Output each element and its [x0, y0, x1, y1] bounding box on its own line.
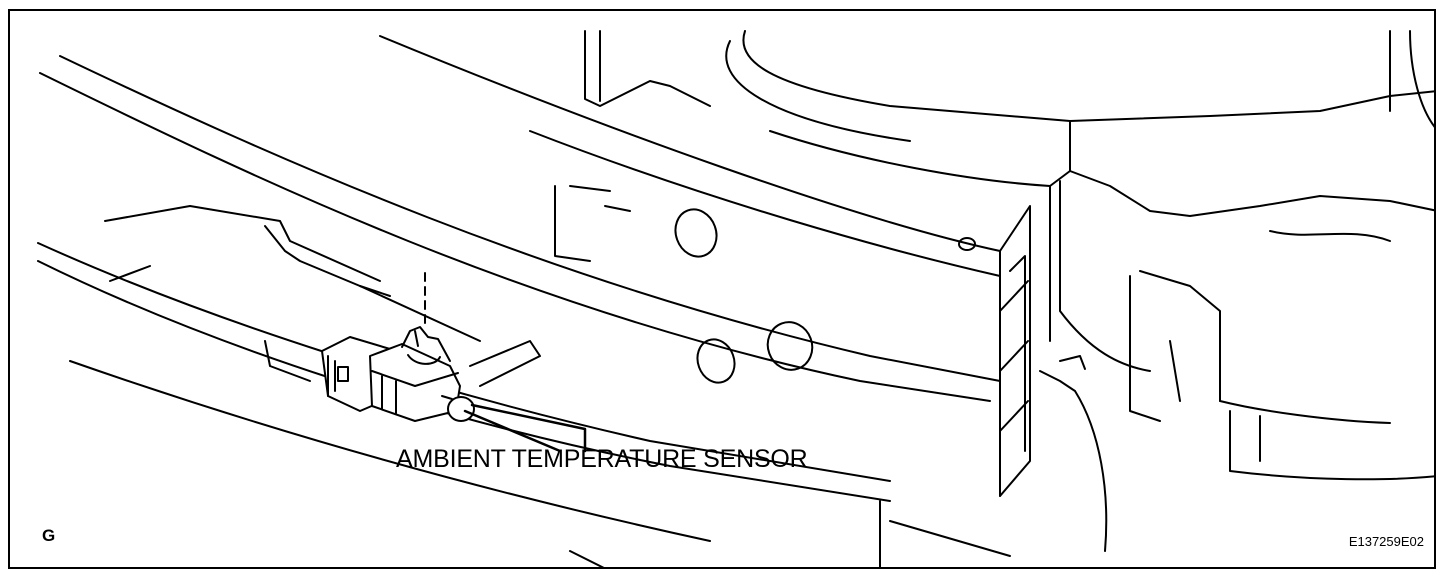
- callout-label: AMBIENT TEMPERATURE SENSOR: [396, 445, 808, 473]
- radiator-support: [584, 30, 1434, 552]
- diagram-frame: AMBIENT TEMPERATURE SENSOR G E137259E02: [8, 9, 1436, 569]
- bumper-beam: [37, 35, 1011, 567]
- callout-leader: [463, 403, 587, 453]
- ambient-temperature-sensor: [321, 326, 475, 422]
- view-letter: G: [42, 526, 56, 545]
- figure-id: E137259E02: [1348, 534, 1424, 549]
- bumper-cover: [104, 205, 541, 387]
- vehicle-front-illustration: [37, 30, 1434, 567]
- front-beam: [529, 130, 1031, 497]
